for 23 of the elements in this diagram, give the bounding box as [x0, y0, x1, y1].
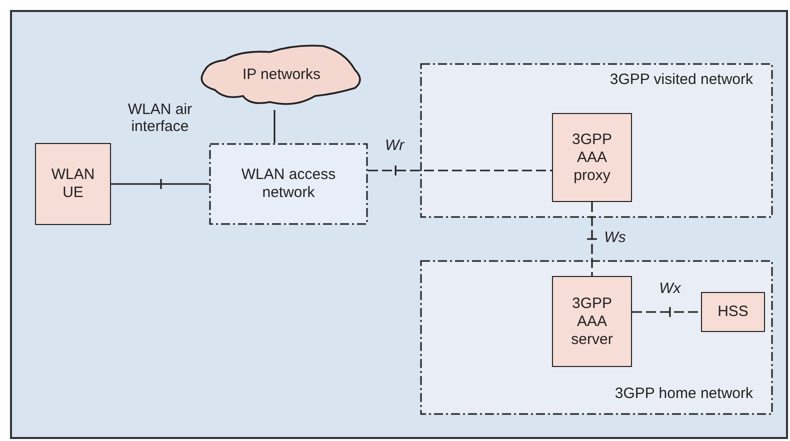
network-element-box: [552, 113, 632, 202]
interface-label: Wx: [658, 280, 682, 299]
network-title: 3GPP visited network: [608, 71, 754, 89]
node-label: HSS: [716, 302, 750, 322]
network-domain-box: [420, 260, 773, 415]
node-label: WLAN UE: [50, 165, 96, 203]
interface-line: [367, 164, 553, 176]
interface-line: [586, 201, 598, 277]
interface-label: Wr: [384, 136, 406, 156]
node-label: 3GPP AAA server: [570, 294, 614, 350]
node-label: 3GPP AAA proxy: [570, 130, 614, 186]
access-network-box: [209, 143, 368, 225]
network-element-box: [552, 276, 632, 367]
interface-line: [274, 110, 276, 143]
node-label: WLAN access network: [240, 166, 337, 202]
interface-label: WLAN air interface: [126, 101, 194, 138]
network-domain-box: [420, 63, 773, 218]
interface-line: [110, 178, 210, 190]
node-label: IP networks: [241, 66, 322, 84]
network-element-box: [35, 143, 111, 225]
interface-label: Ws: [603, 229, 627, 248]
network-title: 3GPP home network: [614, 385, 754, 403]
network-element-box: [701, 292, 765, 332]
